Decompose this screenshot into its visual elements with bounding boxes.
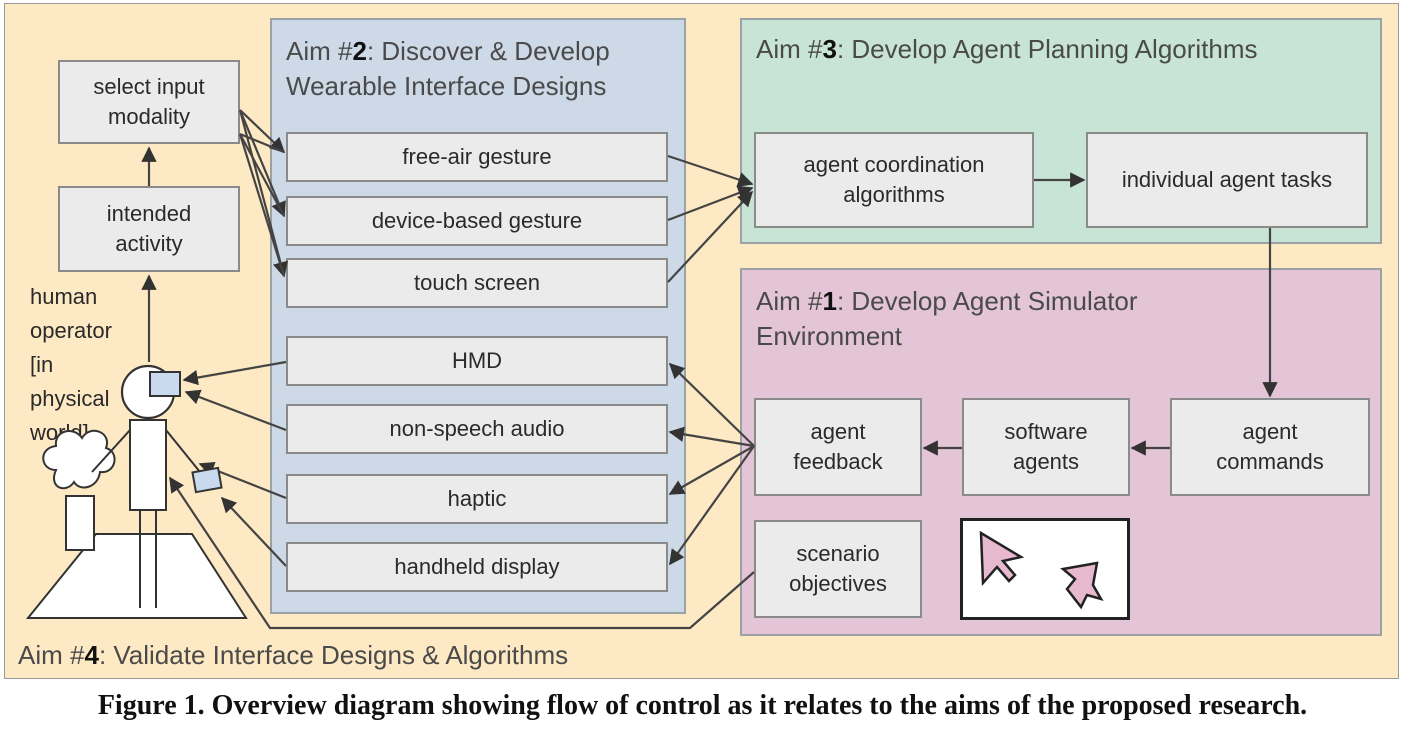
aim2-title: Aim #2: Discover & Develop Wearable Inte…: [286, 36, 610, 101]
input-box-free-air-gesture: free-air gesture: [286, 132, 668, 182]
arrow-hmd-to-human: [182, 360, 287, 386]
connector-line: [238, 133, 286, 277]
arrow-handheld-to-human: [220, 496, 287, 567]
aim3-title: Aim #3: Develop Agent Planning Algorithm…: [756, 34, 1258, 64]
human-operator-label: human operator [in physical world]: [30, 284, 112, 445]
aircraft-agents-icon: [979, 530, 1104, 610]
software-agents-box: software agents: [962, 398, 1130, 496]
output-box-hmd: HMD: [286, 336, 668, 386]
individual-agent-tasks-box: individual agent tasks: [1086, 132, 1368, 228]
arrow-feedback-to-hmd: [668, 362, 755, 447]
figure-caption: Figure 1. Overview diagram showing flow …: [97, 690, 1308, 721]
agent-icons-panel: [960, 518, 1130, 620]
select-input-modality-box: select input modality: [58, 60, 240, 144]
scenario-objectives-box: scenario objectives: [754, 520, 922, 618]
input-box-touch-screen: touch screen: [286, 258, 668, 308]
input-box-device-based-gesture: device-based gesture: [286, 196, 668, 246]
arrow-feedback-to-haptic: [668, 445, 755, 495]
arrow-touch-to-coordination: [667, 190, 754, 283]
arrow-select-to-device: [238, 109, 286, 218]
arrow-feedback-to-handheld: [669, 445, 755, 566]
intended-activity-box: intended activity: [58, 186, 240, 272]
connector-line: [239, 133, 285, 217]
human-operator-figure: [25, 364, 248, 619]
arrow-audio-to-human: [184, 389, 287, 432]
handheld-device-icon: [191, 466, 223, 494]
output-box-non-speech-audio: non-speech audio: [286, 404, 668, 454]
agent-commands-box: agent commands: [1170, 398, 1370, 496]
output-box-handheld-display: handheld display: [286, 542, 668, 592]
aim4-title: Aim #4: Validate Interface Designs & Alg…: [18, 640, 569, 670]
aim1-title: Aim #1: Develop Agent Simulator Environm…: [756, 286, 1138, 351]
arrow-scenario-to-human: [169, 476, 755, 630]
output-box-haptic: haptic: [286, 474, 668, 524]
arrow-feedback-to-audio: [668, 426, 755, 448]
arrow-select-to-free-air: [239, 109, 286, 154]
arrow-free-air-to-coordination: [667, 154, 754, 187]
connector-line: [239, 132, 285, 154]
agent-feedback-box: agent feedback: [754, 398, 922, 496]
agent-coordination-algorithms-box: agent coordination algorithms: [754, 132, 1034, 228]
